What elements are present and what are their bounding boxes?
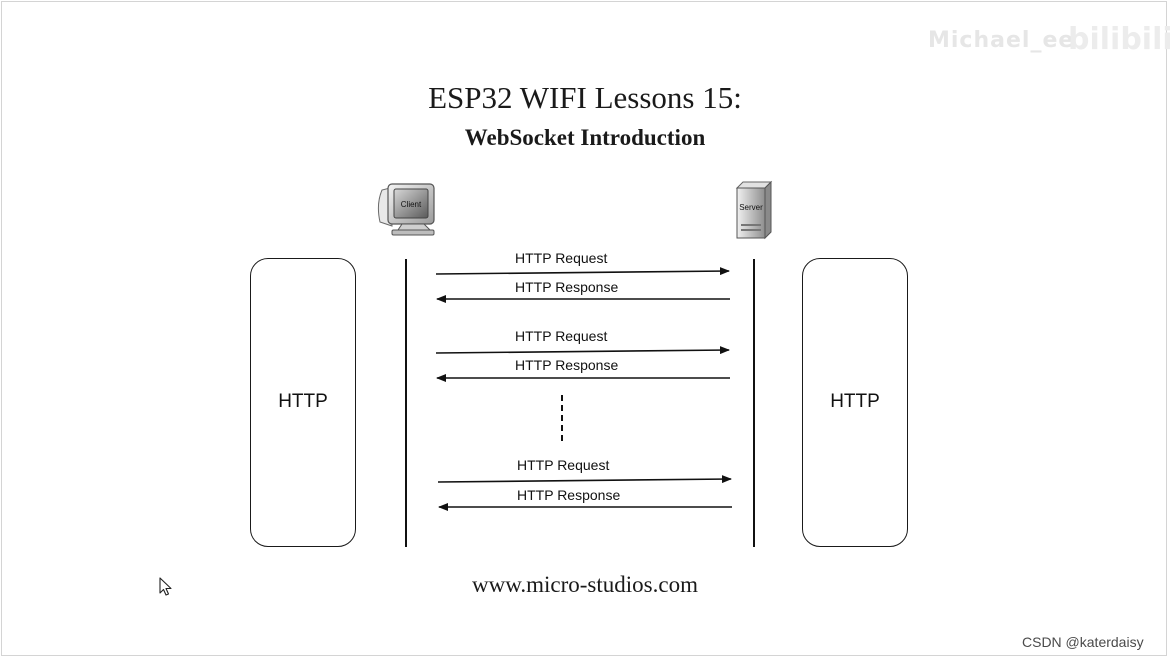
server-protocol-label: HTTP — [830, 391, 880, 412]
slide-title: ESP32 WIFI Lessons 15: — [428, 80, 742, 115]
request-label-3: HTTP Request — [517, 457, 610, 473]
server-label: Server — [739, 203, 763, 212]
request-label-1: HTTP Request — [515, 250, 608, 266]
server-protocol-box: HTTP — [802, 258, 908, 547]
website-url: www.micro-studios.com — [472, 572, 698, 597]
server-lifeline — [753, 259, 755, 547]
client-protocol-box: HTTP — [250, 258, 356, 547]
mouse-pointer-icon — [159, 577, 173, 602]
client-lifeline — [405, 259, 407, 547]
response-label-2: HTTP Response — [515, 357, 619, 373]
continuation-dashes — [561, 395, 563, 441]
slide-subtitle: WebSocket Introduction — [464, 125, 706, 150]
request-label-2: HTTP Request — [515, 328, 608, 344]
client-computer-icon: Client — [372, 180, 438, 243]
response-label-1: HTTP Response — [515, 279, 619, 295]
client-label: Client — [401, 200, 422, 209]
csdn-credit: CSDN @katerdaisy — [1022, 634, 1144, 650]
watermark-logo: bilibili — [1068, 22, 1170, 57]
request-arrow-1 — [435, 267, 730, 276]
request-arrow-2 — [435, 346, 730, 355]
watermark-text: Michael_ee — [928, 28, 1075, 53]
request-arrow-3 — [437, 475, 732, 484]
response-label-3: HTTP Response — [517, 487, 621, 503]
server-tower-icon: Server — [733, 180, 775, 245]
client-protocol-label: HTTP — [278, 391, 328, 412]
